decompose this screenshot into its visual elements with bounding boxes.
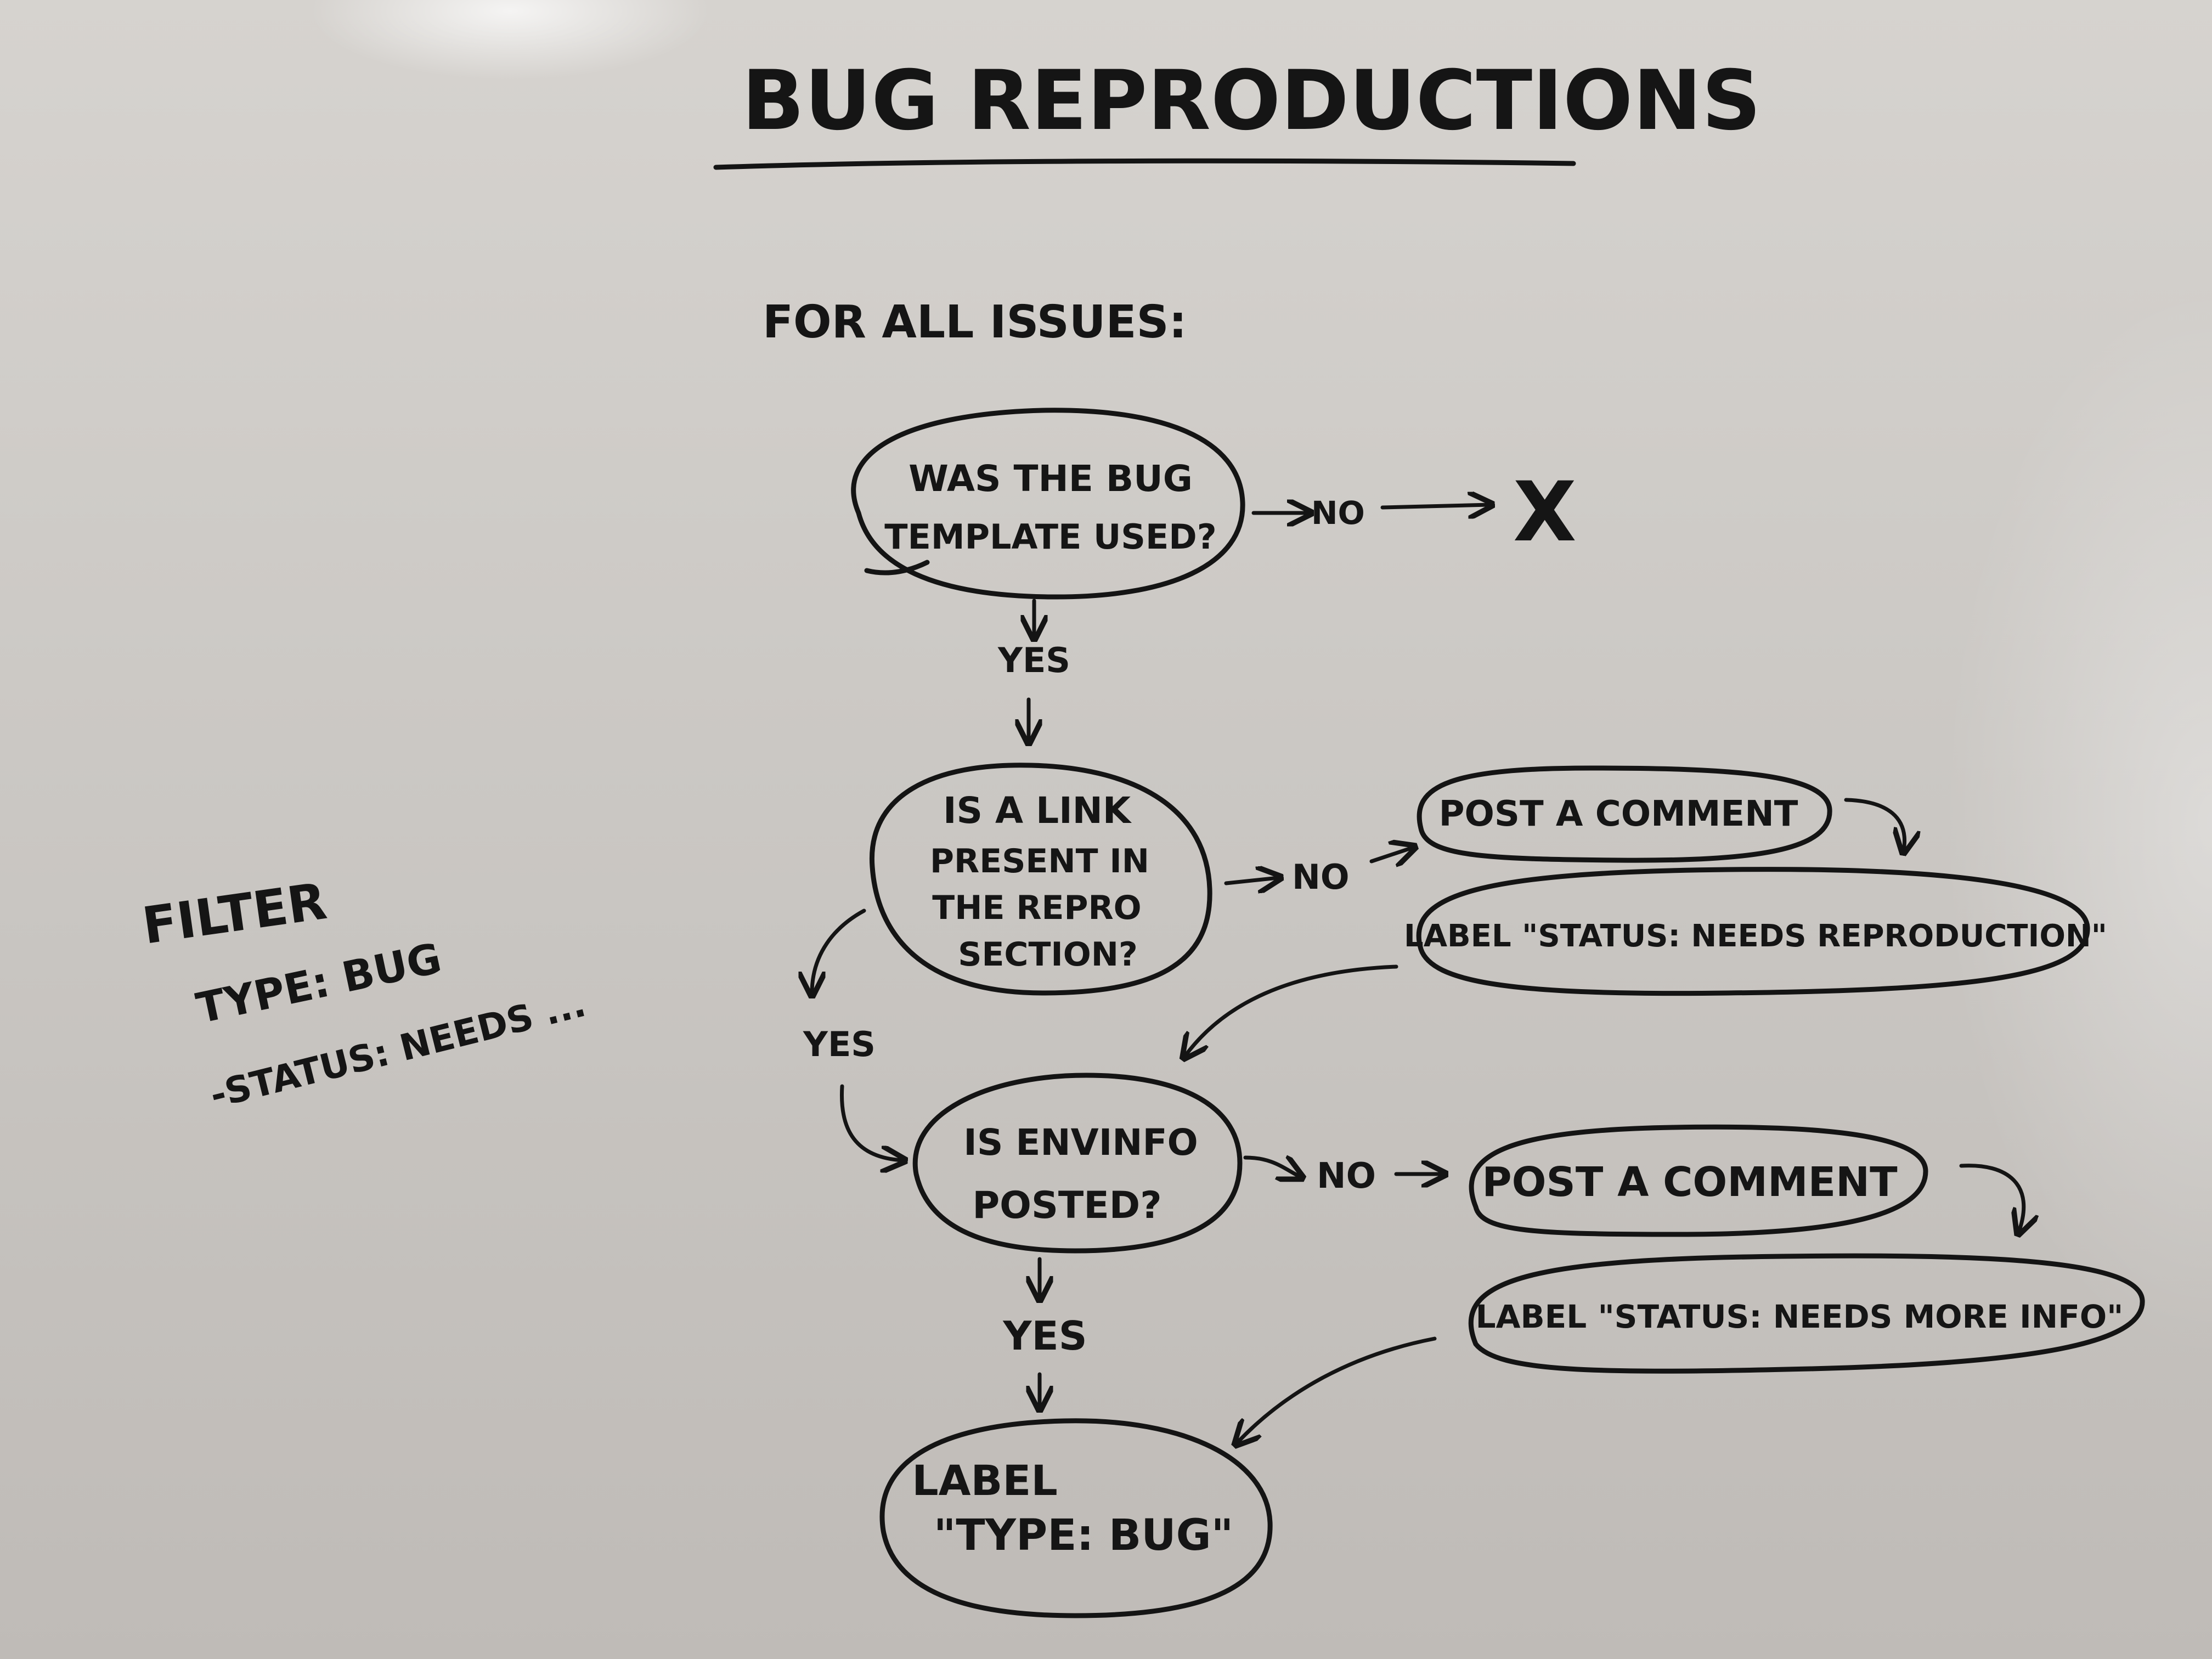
link-no-arrow-2: [1369, 848, 1413, 861]
template-no-end-mark: X: [1513, 465, 1577, 560]
link-no-arrow-1: [1224, 878, 1278, 883]
node-envinfo-label: LABEL "STATUS: NEEDS MORE INFO": [1468, 1253, 2145, 1374]
node-repro-label: LABEL "STATUS: NEEDS REPRODUCTION": [1404, 867, 2107, 996]
link-question-line-4: SECTION?: [958, 935, 1138, 974]
final-label-line-1: LABEL: [912, 1456, 1058, 1505]
link-yes-arrow-2: [839, 1084, 902, 1160]
repro-comment-to-label-arrow: [1844, 798, 1905, 850]
envinfo-no-arrow-1: [1243, 1158, 1300, 1177]
link-question-line-3: THE REPRO: [932, 889, 1141, 927]
link-question-line-1: IS A LINK: [943, 789, 1132, 832]
template-question-line-2: TEMPLATE USED?: [884, 517, 1216, 557]
repro-label-text: LABEL "STATUS: NEEDS REPRODUCTION": [1404, 918, 2107, 954]
envinfo-comment-to-label-arrow: [1959, 1164, 2024, 1232]
envinfo-question-line-1: IS ENVINFO: [963, 1121, 1198, 1164]
repro-label-to-envinfo-arrow: [1185, 964, 1398, 1056]
subtitle: FOR ALL ISSUES:: [763, 296, 1187, 348]
title-underline: [713, 158, 1576, 170]
link-no-label: NO: [1292, 857, 1350, 897]
envinfo-comment-text: POST A COMMENT: [1482, 1159, 1898, 1206]
node-repro-comment: POST A COMMENT: [1417, 765, 1832, 863]
node-link-question: IS A LINK PRESENT IN THE REPRO SECTION?: [869, 763, 1212, 996]
template-question-line-1: WAS THE BUG: [909, 458, 1193, 500]
link-yes-arrow-1: [812, 909, 866, 993]
template-yes-label: YES: [997, 640, 1070, 680]
envinfo-label-to-final-arrow: [1237, 1336, 1437, 1443]
filter-heading: FILTER: [139, 872, 330, 956]
envinfo-yes-label: YES: [1002, 1313, 1087, 1359]
envinfo-no-label: NO: [1317, 1156, 1376, 1197]
template-no-arrow-2: [1380, 505, 1489, 507]
node-final-label: LABEL "TYPE: BUG": [879, 1418, 1273, 1618]
link-question-line-2: PRESENT IN: [930, 842, 1149, 881]
final-label-line-2: "TYPE: BUG": [934, 1511, 1234, 1560]
template-no-label: NO: [1311, 494, 1365, 532]
link-yes-label: YES: [803, 1024, 876, 1064]
node-envinfo-comment: POST A COMMENT: [1469, 1124, 1928, 1237]
envinfo-question-line-2: POSTED?: [972, 1184, 1161, 1227]
filter-line-type: TYPE: BUG: [192, 933, 445, 1032]
envinfo-label-text: LABEL "STATUS: NEEDS MORE INFO": [1476, 1298, 2124, 1335]
repro-comment-text: POST A COMMENT: [1439, 794, 1798, 834]
filter-notes: FILTER TYPE: BUG -STATUS: NEEDS ...: [139, 872, 590, 1117]
page-title: BUG REPRODUCTIONS: [742, 53, 1761, 149]
node-template-question: WAS THE BUG TEMPLATE USED?: [851, 408, 1245, 600]
node-envinfo-question: IS ENVINFO POSTED?: [912, 1073, 1243, 1254]
